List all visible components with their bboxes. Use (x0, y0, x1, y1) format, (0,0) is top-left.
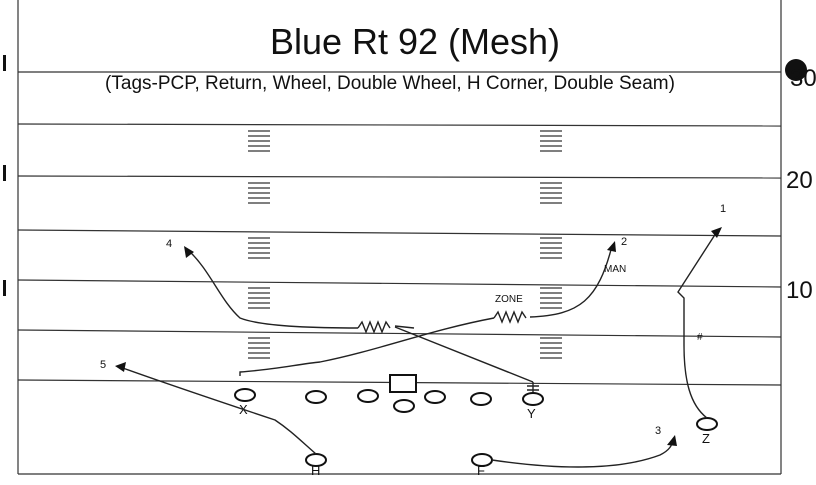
route-2 (529, 245, 613, 318)
yard-line (17, 175, 782, 179)
man-settle (357, 320, 391, 334)
yard-number-30: 30 (790, 65, 816, 92)
yard-line (17, 279, 782, 288)
yard-line (17, 229, 782, 237)
yard-line (17, 329, 782, 338)
route-number-1: 1 (720, 203, 726, 215)
zone-tag: ZONE (495, 294, 523, 305)
yard-number-20: 20 (786, 167, 813, 194)
lineman (470, 392, 492, 406)
player-x (234, 388, 256, 402)
center-player (389, 374, 417, 393)
route-number-2: 2 (621, 236, 627, 248)
player-y (522, 392, 544, 406)
player-f-label: F (477, 463, 485, 478)
play-title: Blue Rt 92 (Mesh) (270, 21, 560, 62)
yard-number-10: 10 (786, 277, 813, 304)
route-4 (187, 249, 359, 329)
route-3-f (491, 439, 674, 468)
play-tags: (Tags-PCP, Return, Wheel, Double Wheel, … (105, 73, 675, 94)
hash-mark-symbol: # (697, 332, 703, 343)
route-x-cross (239, 317, 495, 376)
route-1-z (677, 229, 719, 419)
left-edge-yard-marks (3, 55, 6, 296)
ball-marker-icon (785, 59, 807, 81)
lineman (357, 389, 379, 403)
quarterback (393, 399, 415, 413)
route-number-3: 3 (655, 425, 661, 437)
man-tag: MAN (604, 264, 626, 275)
zone-settle (493, 310, 527, 324)
player-z (696, 417, 718, 431)
route-5-h (119, 366, 317, 455)
player-z-label: Z (702, 431, 710, 446)
yard-line (17, 123, 782, 127)
hash-marks-left (248, 130, 270, 359)
route-y-cross (394, 326, 534, 383)
player-h-label: H (311, 463, 320, 478)
lineman (305, 390, 327, 404)
hash-marks-right (540, 130, 562, 359)
routes (115, 227, 722, 468)
lineman (424, 390, 446, 404)
route-number-5: 5 (100, 359, 106, 371)
offensive-line (305, 374, 492, 413)
route-number-4: 4 (166, 238, 172, 250)
yard-lines (17, 71, 782, 386)
player-y-label: Y (527, 406, 536, 421)
